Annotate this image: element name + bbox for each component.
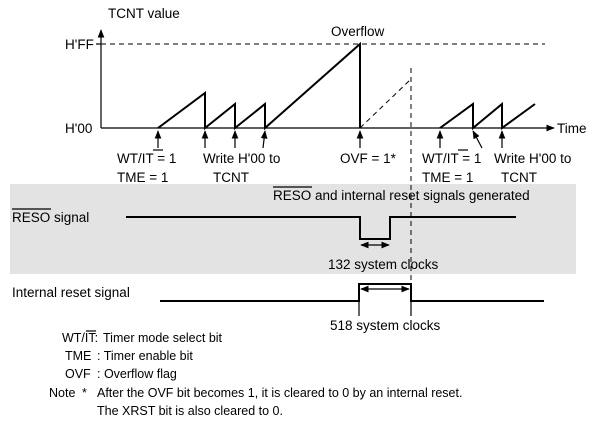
tcnt-waveform-second [439, 101, 536, 131]
legend-wt-desc: Timer mode select bit [103, 331, 223, 345]
note-label: Note [49, 386, 75, 400]
legend-tme-desc: : Timer enable bit [97, 349, 193, 363]
reso-signal-label: RESO signal [12, 210, 89, 225]
hff-tick-label: H'FF [65, 37, 94, 52]
clk518-label: 518 system clocks [330, 318, 441, 333]
reso-note: RESO and internal reset signals generate… [273, 188, 530, 203]
arrow-write4 [472, 130, 483, 149]
note-mark: * [82, 386, 87, 400]
annotation-tme-1: TME = 1 [117, 170, 168, 185]
annotation-tcnt-2: TCNT [501, 170, 537, 185]
tcnt-waveform [157, 41, 361, 131]
annotation-write-2: Write H'00 to [494, 151, 571, 166]
internal-reset-waveform [160, 283, 544, 302]
legend-wt-key: WT/IT: [62, 331, 98, 345]
hypothetical-count-line [359, 79, 411, 129]
legend-ovf-key: OVF [65, 367, 91, 381]
note-line-2: The XRST bit is also cleared to 0. [97, 404, 283, 418]
internal-reset-label: Internal reset signal [12, 285, 130, 300]
annotation-ovf: OVF = 1* [340, 151, 397, 166]
annotation-tme-2: TME = 1 [422, 170, 473, 185]
reso-shaded-region [10, 184, 576, 274]
note-line-1: After the OVF bit becomes 1, it is clear… [97, 386, 462, 400]
arrow-write3 [260, 130, 268, 149]
x-axis-label: Time [557, 121, 587, 136]
annotation-wt-it-2: WT/IT = 1 [422, 151, 481, 166]
annotation-tcnt-1: TCNT [213, 170, 249, 185]
legend-tme-key: TME [65, 349, 91, 363]
reso-waveform [126, 216, 516, 240]
legend-ovf-desc: : Overflow flag [97, 367, 177, 381]
annotation-wt-it-1: WT/IT = 1 [117, 151, 176, 166]
annotation-write-1: Write H'00 to [203, 151, 280, 166]
y-axis-label: TCNT value [108, 6, 180, 21]
overflow-label: Overflow [331, 24, 385, 39]
clk132-label: 132 system clocks [328, 257, 439, 272]
h00-tick-label: H'00 [65, 121, 92, 136]
